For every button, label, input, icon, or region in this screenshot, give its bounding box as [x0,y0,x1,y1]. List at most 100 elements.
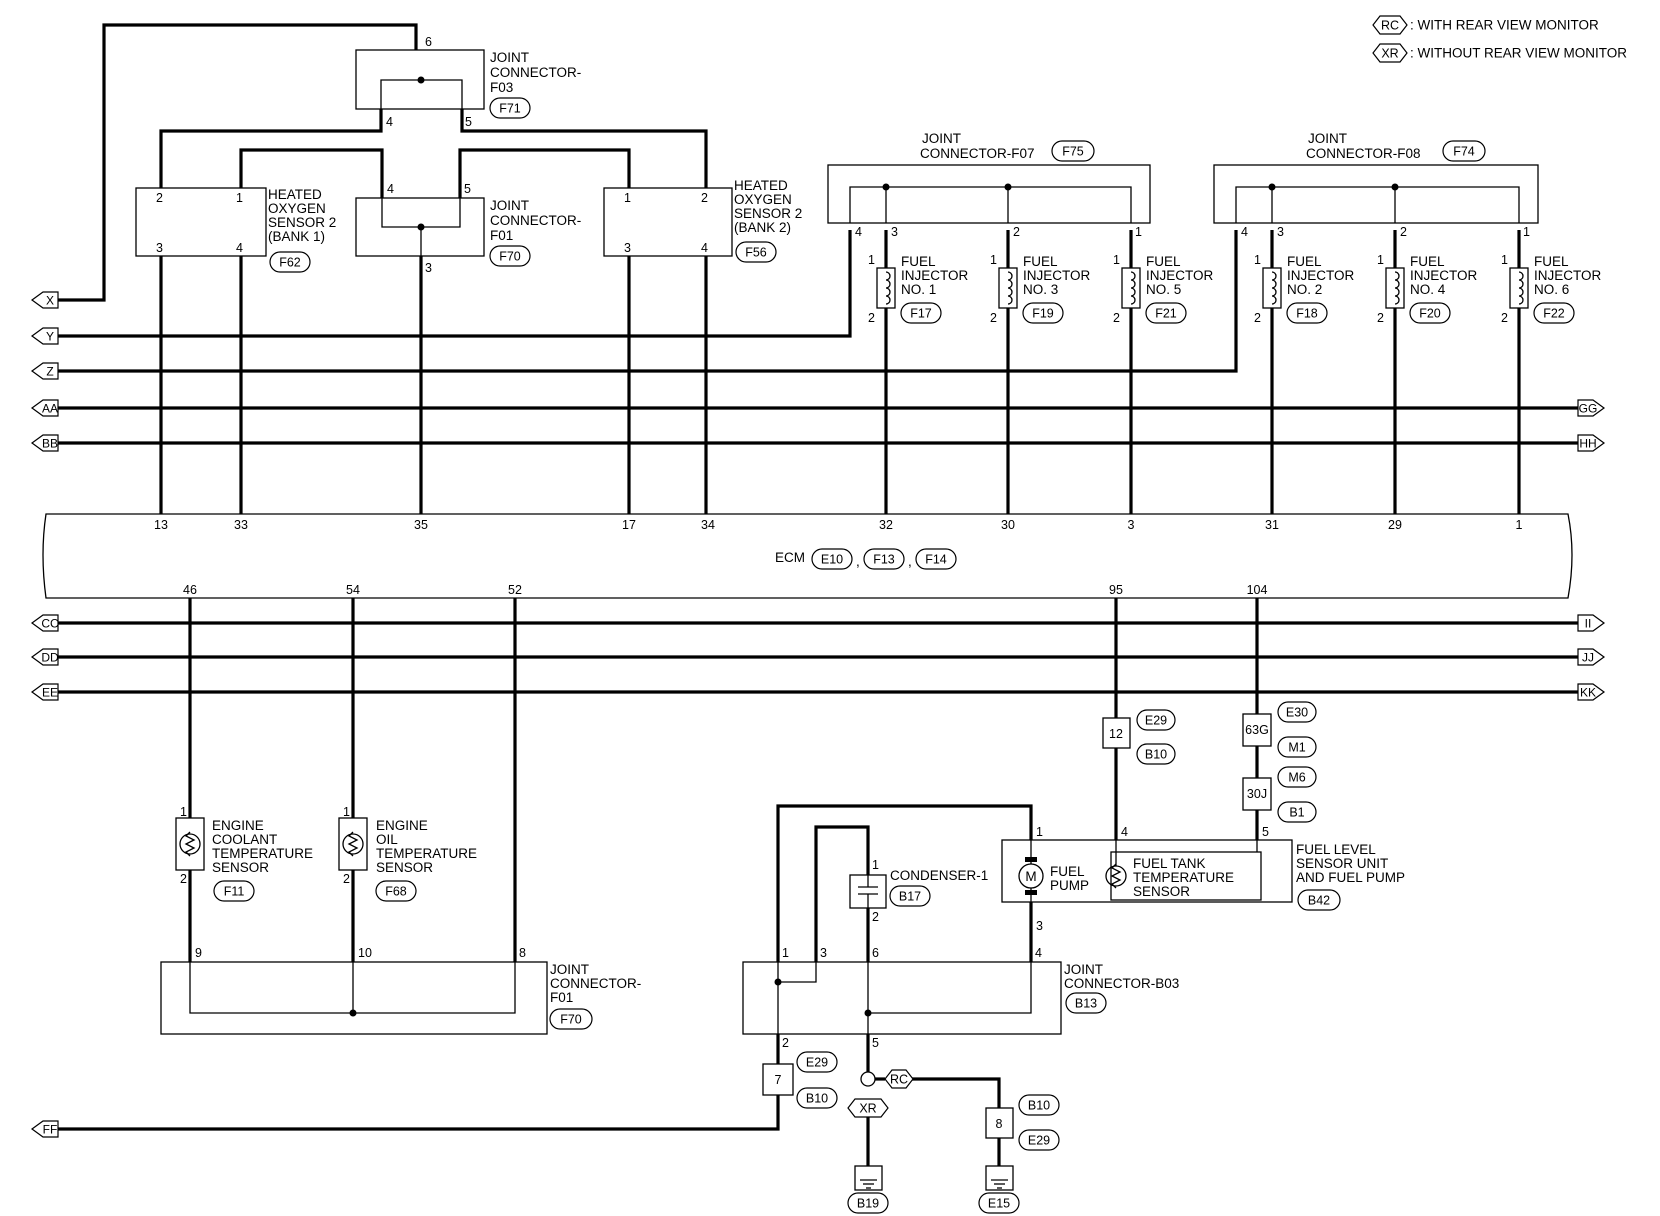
svg-text:3: 3 [1277,225,1284,239]
svg-text:OXYGEN: OXYGEN [734,192,792,207]
svg-text:F17: F17 [910,307,932,321]
svg-text:CONNECTOR-: CONNECTOR- [490,213,581,228]
svg-text:FUEL: FUEL [1050,864,1085,879]
svg-text:17: 17 [622,518,636,532]
svg-text:NO. 6: NO. 6 [1534,282,1569,297]
svg-text:32: 32 [879,518,893,532]
joint-connector-b03: 1 3 6 4 2 5 JOINT CONNECTOR-B03 B13 [742,946,1179,1050]
svg-text:2: 2 [872,910,879,924]
svg-text:SENSOR 2: SENSOR 2 [734,206,802,221]
svg-text:M: M [1025,869,1036,884]
svg-text:F70: F70 [560,1013,582,1027]
svg-text:JOINT: JOINT [490,198,529,213]
svg-text:NO. 1: NO. 1 [901,282,936,297]
svg-text:TEMPERATURE: TEMPERATURE [1133,870,1234,885]
svg-text:HEATED: HEATED [734,178,788,193]
svg-text:COOLANT: COOLANT [212,832,277,847]
svg-text:ENGINE: ENGINE [212,818,264,833]
svg-text:3: 3 [891,225,898,239]
ecm: ECM E10 , F13 , F14 13 33 35 17 34 32 30… [42,513,1573,599]
branch-rc-xr: RC XR [847,1069,914,1118]
svg-text:INJECTOR: INJECTOR [901,268,969,283]
svg-text:B17: B17 [899,890,921,904]
svg-text:9: 9 [195,946,202,960]
svg-text:1: 1 [343,805,350,819]
svg-text:B19: B19 [857,1197,879,1211]
svg-text:95: 95 [1109,583,1123,597]
svg-text:1: 1 [868,253,875,267]
svg-text:8: 8 [996,1117,1003,1131]
svg-text:AND FUEL PUMP: AND FUEL PUMP [1296,870,1405,885]
svg-text:JOINT: JOINT [550,962,589,977]
ecm-connector-f13: F13 [863,548,905,570]
svg-text:CC: CC [41,617,59,631]
svg-text:M6: M6 [1288,771,1305,785]
joint-connector-f07: 4 3 2 1 JOINT CONNECTOR-F07 F75 [827,131,1151,239]
bus-tag-dd: DD [30,648,59,666]
svg-text:F03: F03 [490,80,513,95]
svg-text:B10: B10 [806,1092,828,1106]
svg-text:2: 2 [868,311,875,325]
ecm-connector-e10: E10 [811,548,853,570]
svg-text:4: 4 [701,241,708,255]
svg-text:13: 13 [154,518,168,532]
bus-tag-y: Y [30,327,59,345]
svg-text:3: 3 [1128,518,1135,532]
svg-text:4: 4 [1035,946,1042,960]
svg-text:FUEL: FUEL [1023,254,1058,269]
svg-text:HEATED: HEATED [268,187,322,202]
svg-text:6: 6 [425,35,432,49]
svg-text:4: 4 [236,241,243,255]
svg-text:TEMPERATURE: TEMPERATURE [376,846,477,861]
svg-text:2: 2 [701,191,708,205]
svg-text:GG: GG [1579,402,1598,416]
inline-connector-12: 12 E29 B10 [1102,709,1176,765]
svg-text:4: 4 [387,182,394,196]
svg-text:2: 2 [990,311,997,325]
svg-text:1: 1 [1523,225,1530,239]
svg-text:BB: BB [42,437,58,451]
svg-text:F13: F13 [873,553,895,567]
svg-text:1: 1 [180,805,187,819]
svg-text:EE: EE [42,686,58,700]
svg-text:5: 5 [872,1036,879,1050]
svg-text:B42: B42 [1308,894,1330,908]
fuel-level-sensor-unit-and-fuel-pump: M FUEL PUMP FUEL TANK TEMPERATURE SENSOR… [1001,825,1405,933]
svg-text:FUEL: FUEL [901,254,936,269]
svg-text:CONNECTOR-: CONNECTOR- [490,65,581,80]
ground-b19: B19 [847,1165,889,1214]
bus-tag-gg: GG [1577,399,1606,417]
svg-text:ECM: ECM [775,550,805,565]
svg-text:NO. 5: NO. 5 [1146,282,1181,297]
svg-text:CONNECTOR-F07: CONNECTOR-F07 [920,146,1035,161]
svg-text:E30: E30 [1286,706,1308,720]
svg-text:3: 3 [1036,919,1043,933]
svg-text:INJECTOR: INJECTOR [1023,268,1091,283]
svg-text:FUEL: FUEL [1146,254,1181,269]
svg-text:F18: F18 [1296,307,1318,321]
svg-text:FUEL TANK: FUEL TANK [1133,856,1206,871]
svg-text:2: 2 [1254,311,1261,325]
svg-text:SENSOR: SENSOR [1133,884,1190,899]
svg-text:35: 35 [414,518,428,532]
svg-text:30J: 30J [1247,787,1267,801]
joint-connector-f01-top: 4 5 3 JOINT CONNECTOR- F01 F70 [355,182,581,275]
svg-text:PUMP: PUMP [1050,878,1089,893]
fuel-injector-2: 1 2 FUEL INJECTOR NO. 2 F18 [1254,253,1355,325]
svg-text:F20: F20 [1419,307,1441,321]
svg-text:1: 1 [1113,253,1120,267]
bus-tag-x: X [30,291,59,309]
svg-text:12: 12 [1109,727,1123,741]
bus-lines [56,23,1578,1131]
svg-text:1: 1 [1516,518,1523,532]
bus-tag-cc: CC [30,614,59,632]
svg-text:30: 30 [1001,518,1015,532]
svg-text:3: 3 [624,241,631,255]
svg-text:F11: F11 [224,885,245,899]
svg-text:5: 5 [1262,825,1269,839]
svg-text:TEMPERATURE: TEMPERATURE [212,846,313,861]
svg-text:4: 4 [855,225,862,239]
svg-text:F14: F14 [925,553,947,567]
svg-text:NO. 2: NO. 2 [1287,282,1322,297]
svg-text:CONNECTOR-F08: CONNECTOR-F08 [1306,146,1421,161]
